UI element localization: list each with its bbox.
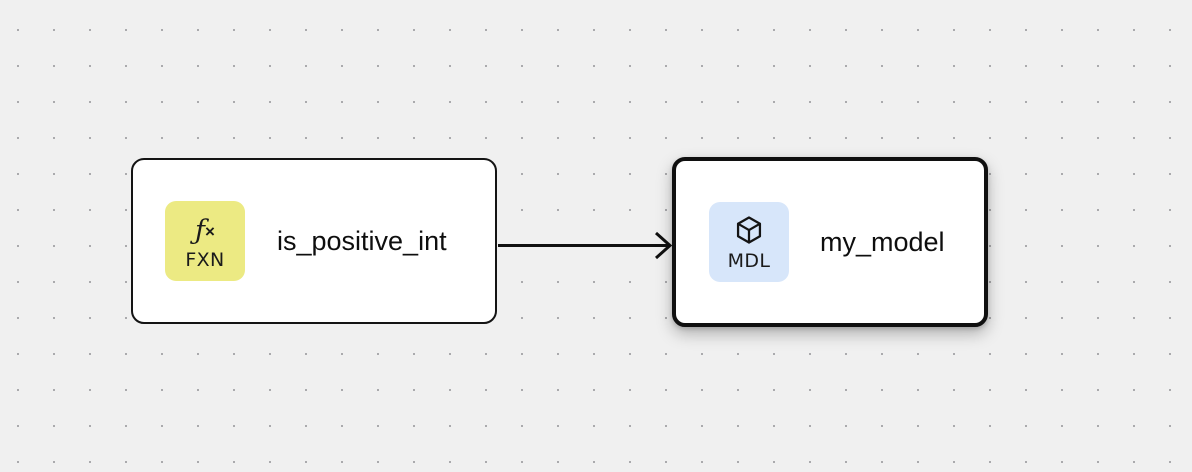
function-icon-glyph-suffix: × [205, 221, 215, 241]
node-type-badge-mdl: MDL [709, 202, 789, 282]
cube-icon-svg [736, 216, 762, 244]
edge-arrowhead-icon [655, 231, 673, 260]
node-type-badge-fxn: ƒ× FXN [165, 201, 245, 281]
edge-fxn-to-mdl[interactable] [498, 231, 673, 260]
node-type-code-fxn: FXN [185, 249, 225, 271]
cube-icon [733, 213, 765, 247]
function-icon: ƒ× [195, 212, 215, 246]
node-title-my-model: my_model [820, 226, 945, 257]
function-icon-glyph: ƒ [195, 214, 206, 246]
node-title-is-positive-int: is_positive_int [277, 225, 447, 256]
node-is-positive-int[interactable]: ƒ× FXN is_positive_int [131, 158, 497, 324]
node-my-model[interactable]: MDL my_model [672, 157, 988, 327]
node-type-code-mdl: MDL [727, 250, 771, 272]
